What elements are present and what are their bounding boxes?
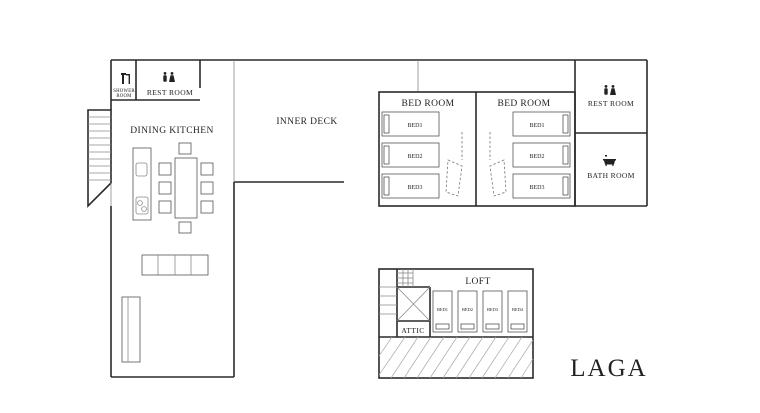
bed-label: BED3: [408, 185, 423, 191]
bedroom1-beds: BED1 BED2 BED3: [381, 111, 440, 199]
bathtub-icon: [603, 155, 616, 166]
bed-label: BED2: [408, 154, 423, 160]
rest-room-label: REST ROOM: [588, 99, 634, 108]
toilet-icon: [163, 72, 175, 82]
bed-label: BED3: [530, 185, 545, 191]
left-stairs: [87, 109, 112, 208]
bed-label: BED3: [487, 307, 499, 312]
bed-label: BED4: [512, 307, 524, 312]
brand-logo-text: LAGA: [570, 355, 647, 382]
shower-icon: [121, 73, 130, 84]
main-building-walls: [110, 59, 648, 378]
shower-room-label: ROOM: [116, 94, 132, 99]
toilet-icon: [604, 85, 616, 95]
bath-room-label: BATH ROOM: [587, 171, 635, 180]
dining-kitchen-furniture: [121, 142, 214, 363]
loft-label: LOFT: [465, 277, 490, 287]
dining-kitchen-label: DINING KITCHEN: [130, 126, 213, 136]
loft-walls: [378, 268, 534, 379]
bed-label: BED2: [530, 154, 545, 160]
bedroom2-beds: BED1 BED2 BED3: [512, 111, 571, 199]
bed-label: BED1: [437, 307, 448, 312]
bed-room-label: BED ROOM: [401, 99, 454, 109]
inner-deck-label: INNER DECK: [276, 117, 337, 127]
loft-beds: BED1 BED2 BED3 BED4: [432, 290, 528, 333]
bedroom-walls: [378, 60, 647, 207]
bed-label: BED2: [462, 307, 473, 312]
bed-label: BED1: [408, 123, 423, 129]
shower-room-label: SHOWER: [113, 89, 135, 94]
rest-room-label: REST ROOM: [147, 88, 193, 97]
attic-label: ATTIC: [401, 326, 424, 335]
bed-label: BED1: [530, 123, 545, 129]
bed-room-label: BED ROOM: [497, 99, 550, 109]
loft-hatch: [378, 336, 534, 379]
